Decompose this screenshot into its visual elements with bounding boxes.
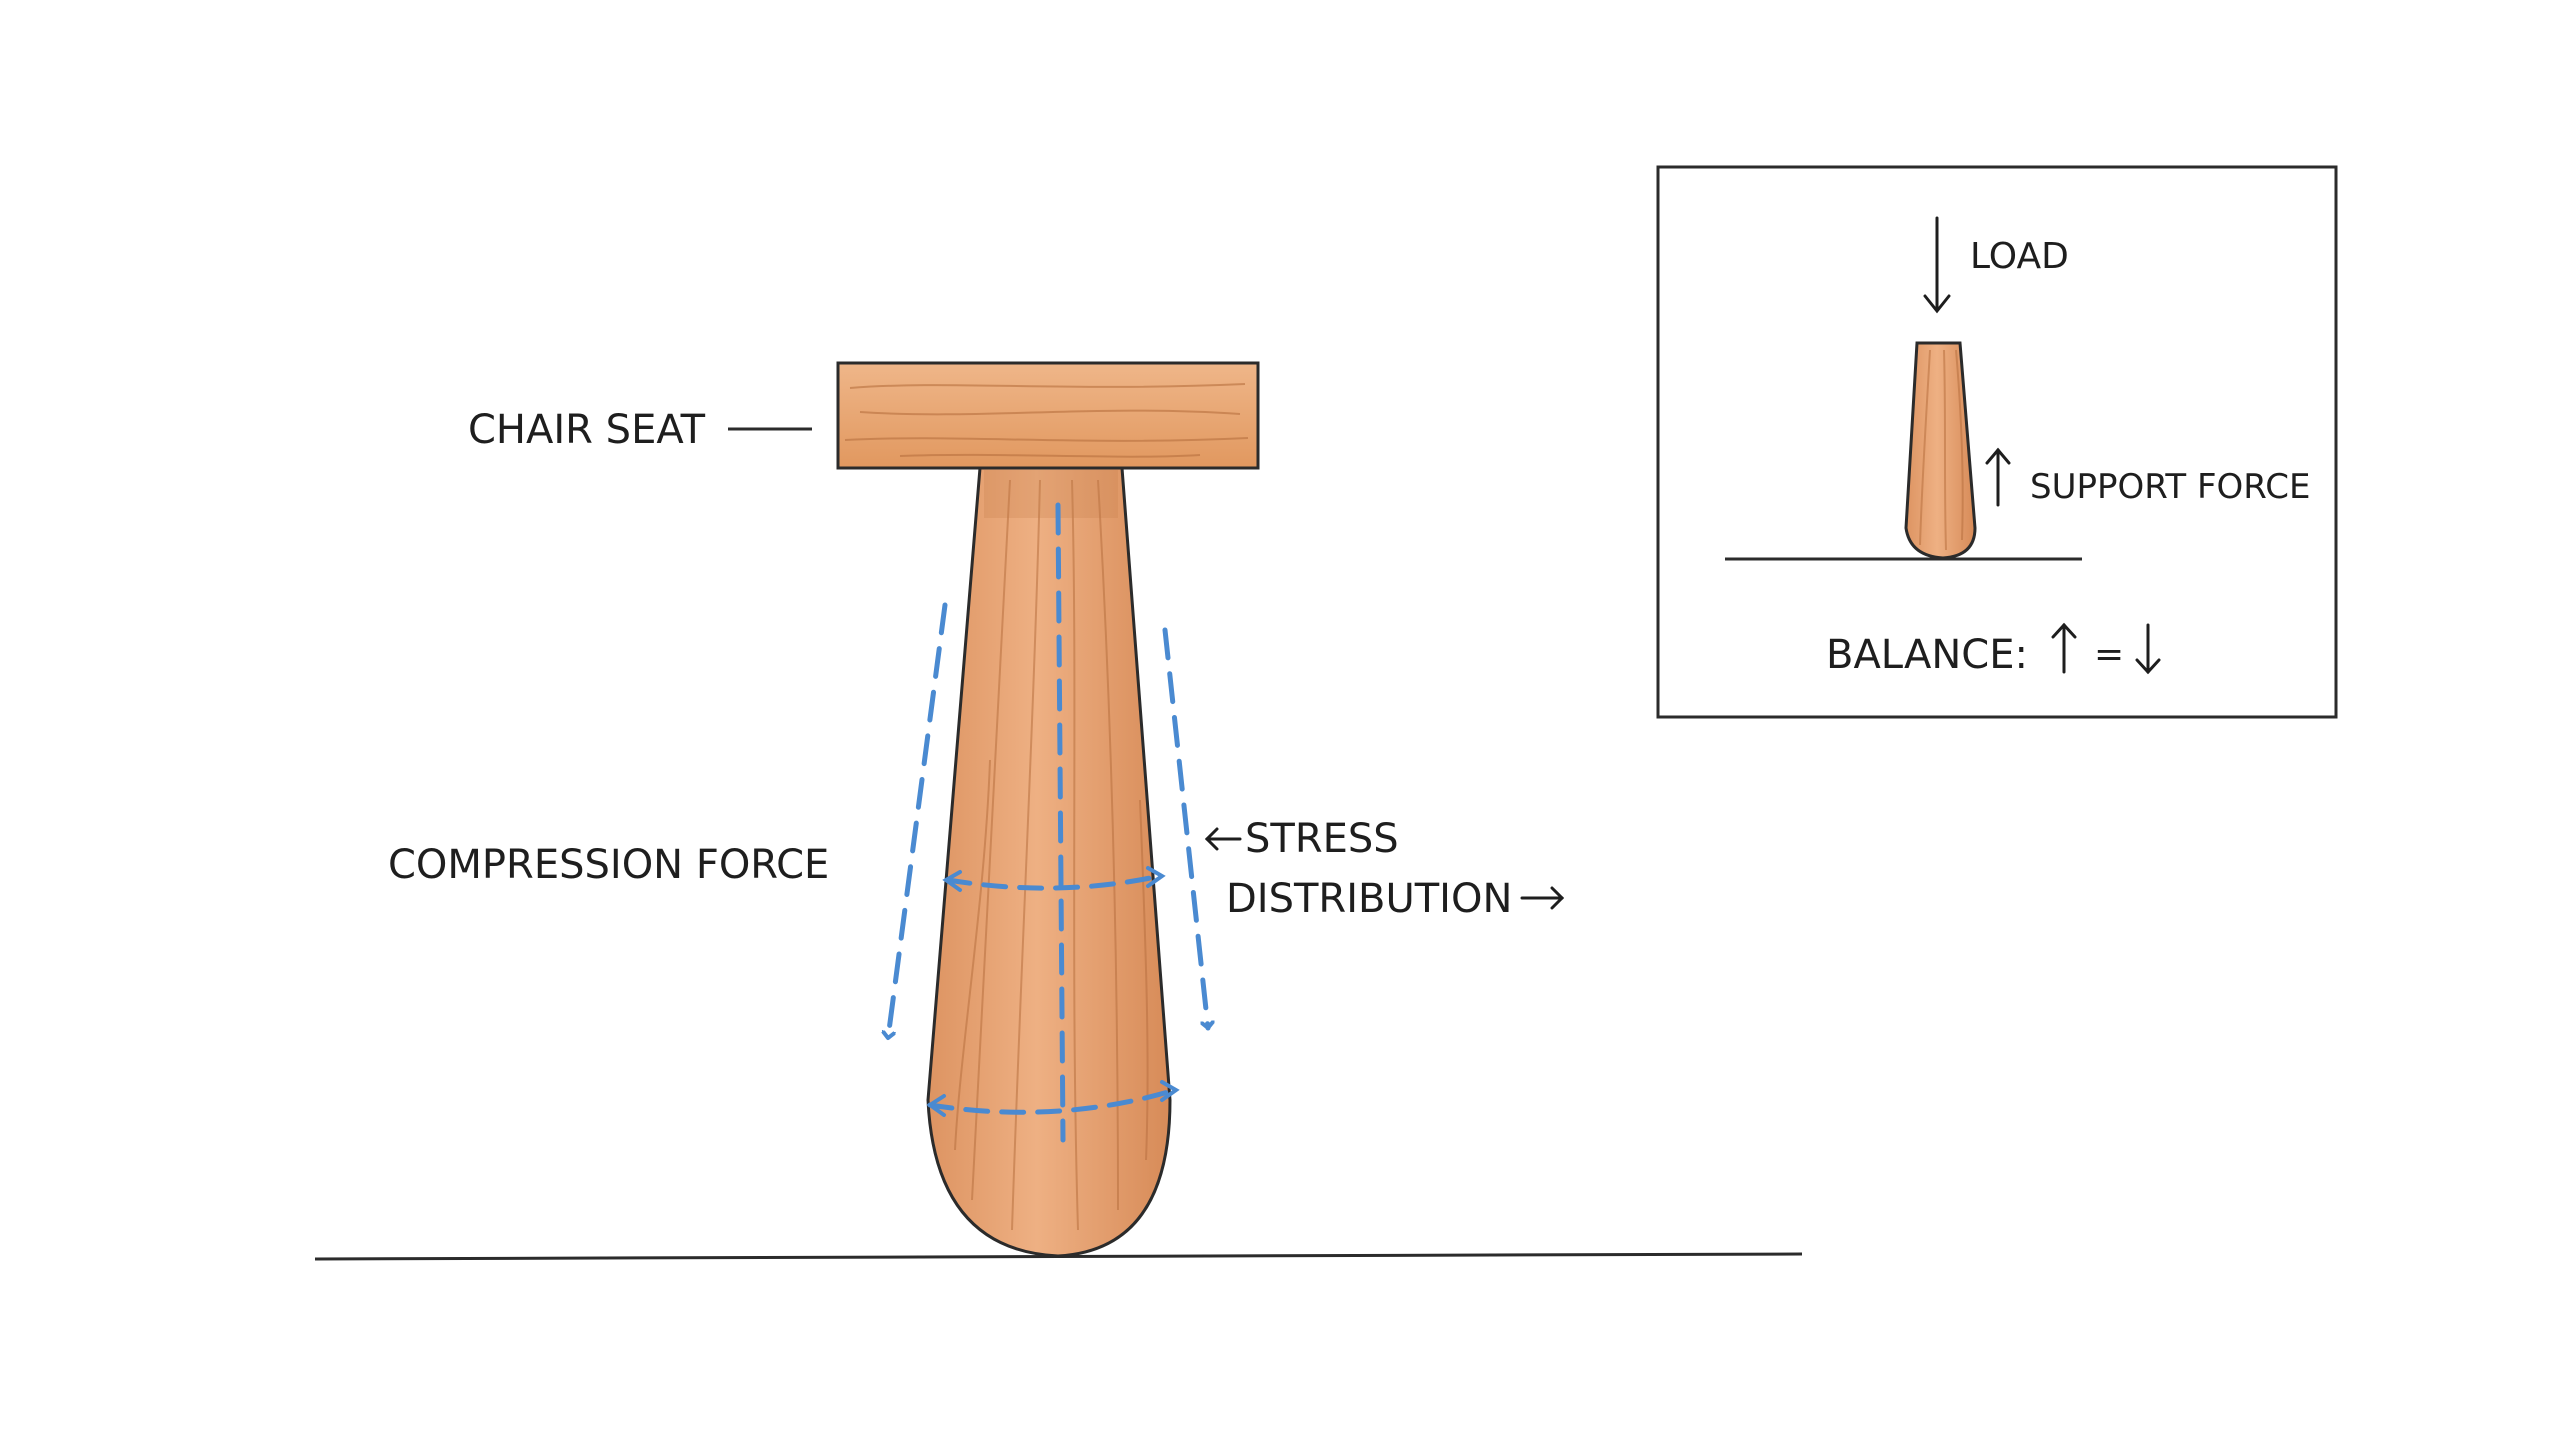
compression-arrow-right (1162, 627, 1208, 1031)
inset-balance-panel: LOAD SUPPORT FORCE BALANCE: = (1656, 165, 2338, 719)
stress-band-lower (927, 1087, 1178, 1115)
balance-label: BALANCE: (1826, 632, 2028, 678)
up-arrow-icon (1985, 447, 2011, 507)
compression-arrow-left (888, 602, 948, 1041)
left-arrow-icon (1204, 827, 1242, 851)
chair-leg (926, 466, 1172, 1258)
stress-label: STRESS (1245, 816, 1399, 862)
down-arrow-icon (2135, 623, 2161, 675)
right-arrow-icon (1520, 886, 1565, 910)
balance-equals: = (2094, 634, 2124, 675)
center-axis-dashed (1055, 502, 1066, 1143)
stress-band-upper (945, 873, 1163, 891)
compression-force-label: COMPRESSION FORCE (388, 842, 829, 888)
chair-seat-shape (836, 361, 1260, 470)
leg-wood-grain (954, 479, 1149, 1231)
down-arrow-icon (1923, 216, 1951, 314)
distribution-label: DISTRIBUTION (1226, 876, 1512, 922)
load-label: LOAD (1970, 236, 2069, 277)
up-arrow-icon (2051, 622, 2077, 674)
seat-wood-grain (844, 383, 1249, 458)
support-force-label: SUPPORT FORCE (2030, 467, 2310, 507)
chair-seat-label: CHAIR SEAT (468, 407, 706, 453)
